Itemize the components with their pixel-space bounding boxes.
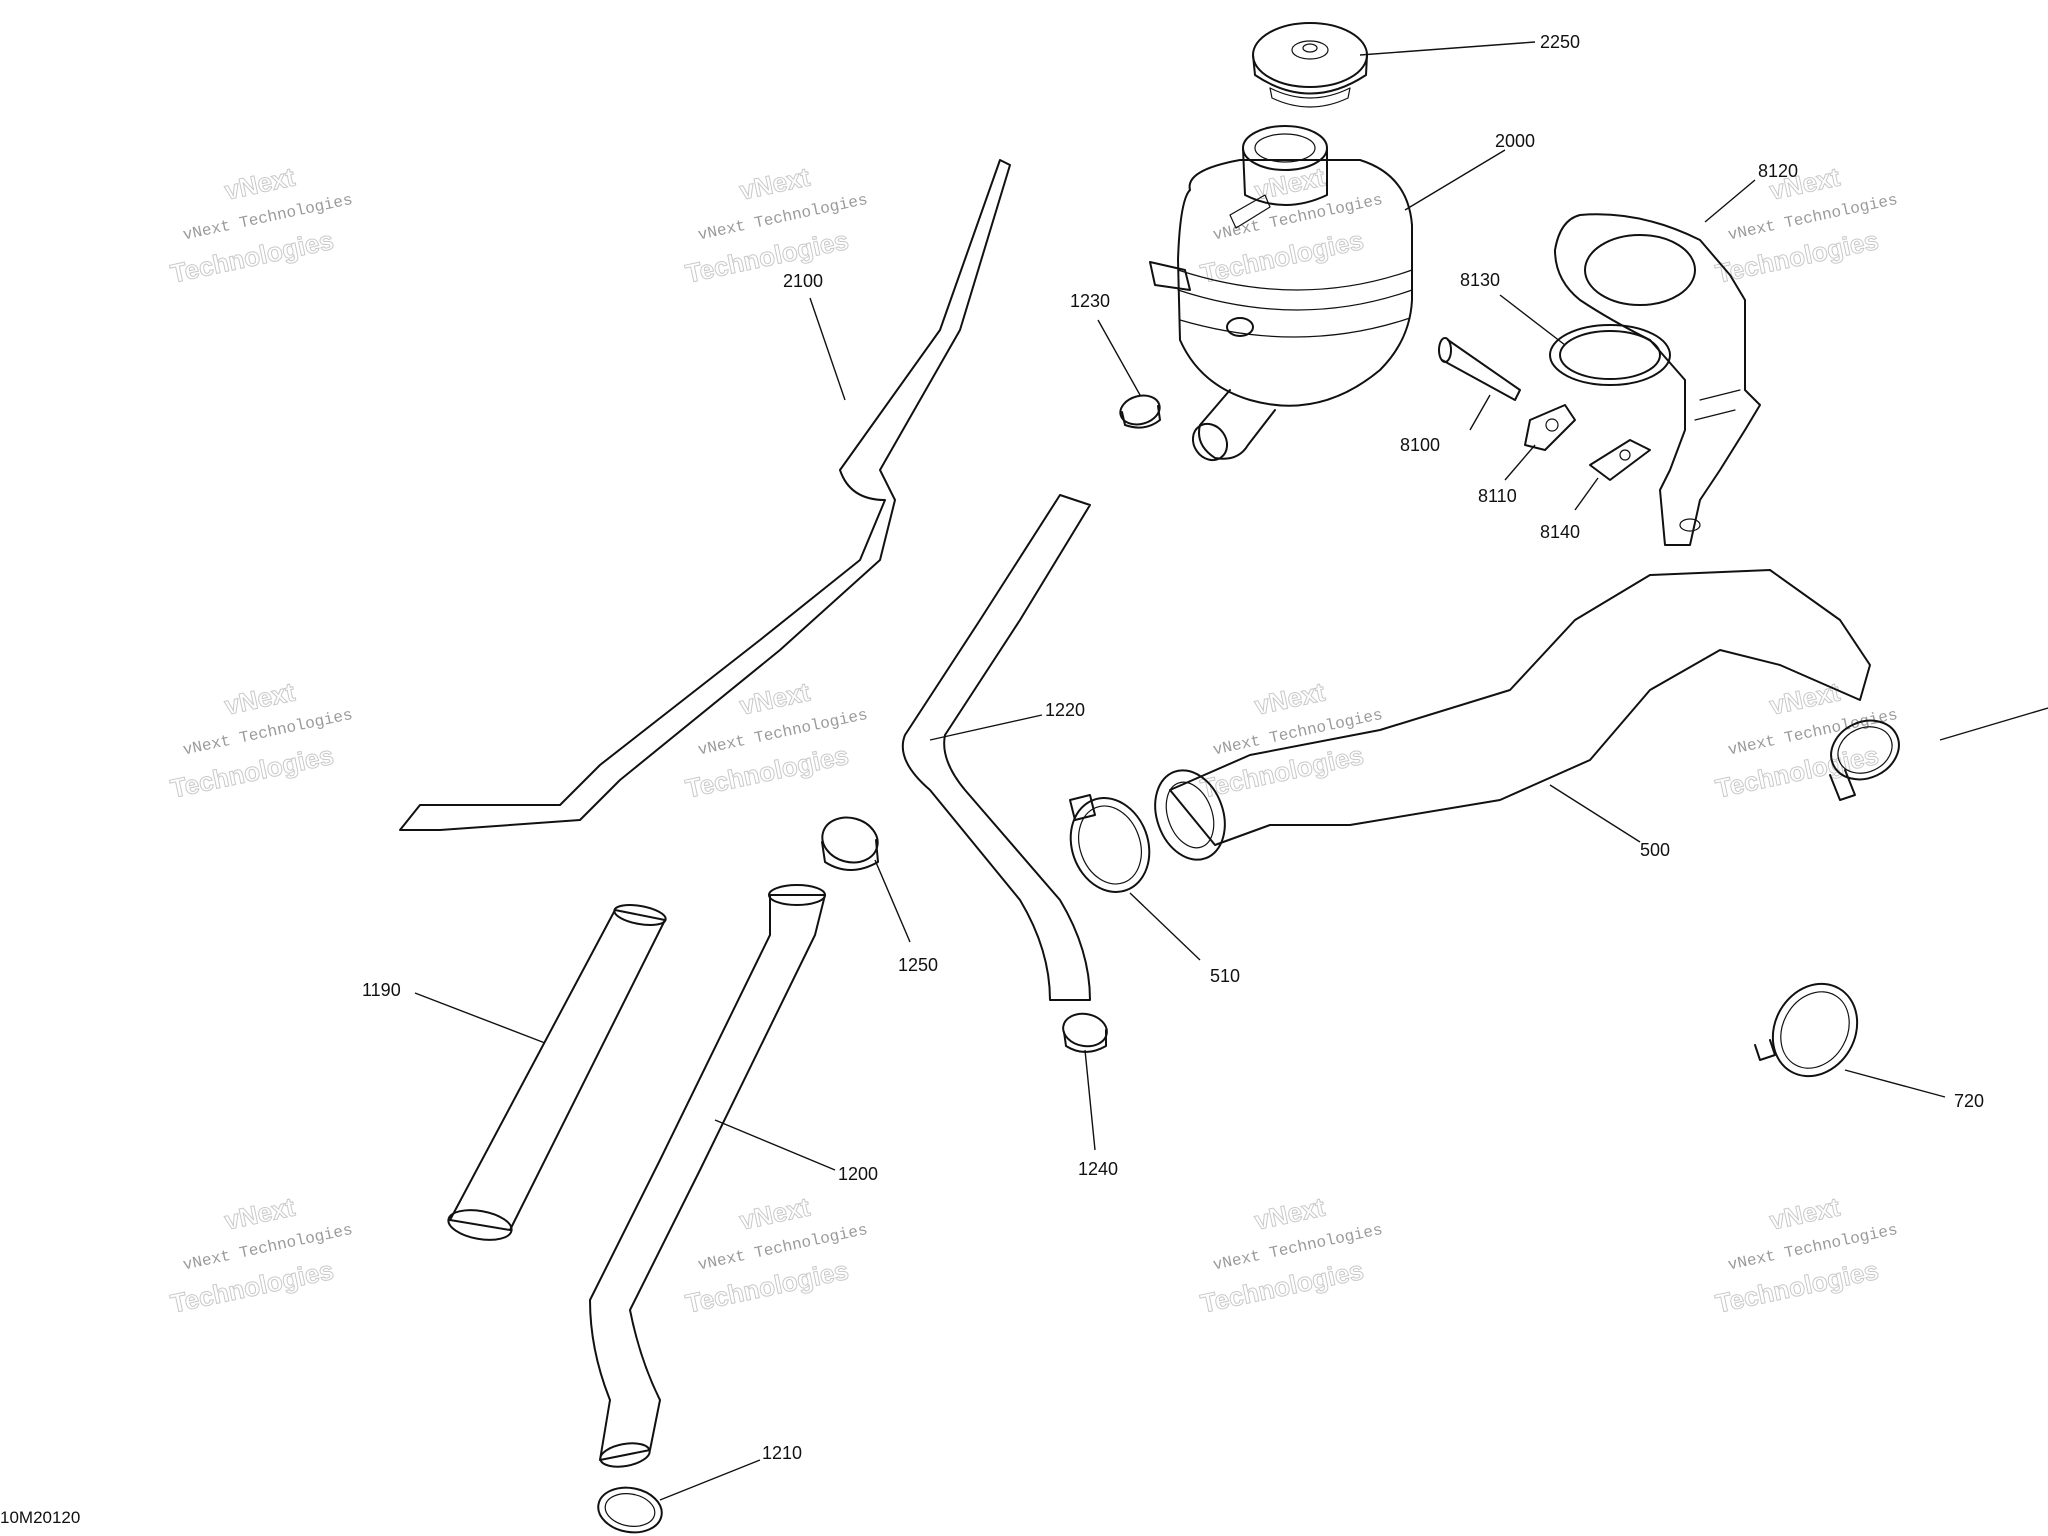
callout-8100: 8100 bbox=[1400, 435, 1440, 455]
watermark-tile: Technologies vNext Technologies vNext bbox=[1197, 161, 1384, 289]
part-bolt bbox=[1438, 337, 1521, 401]
svg-text:vNext: vNext bbox=[222, 1192, 298, 1236]
callout-1200: 1200 bbox=[838, 1164, 878, 1184]
watermark-tile: Technologies vNext Technologies vNext bbox=[167, 161, 354, 289]
part-clamp-right bbox=[1829, 719, 1900, 801]
watermark-tile: Technologies vNext Technologies vNext bbox=[1712, 1191, 1899, 1319]
callout-510: 510 bbox=[1210, 966, 1240, 986]
part-expansion-tank bbox=[1149, 125, 1413, 462]
svg-text:vNext: vNext bbox=[737, 677, 813, 721]
part-gasket-ring bbox=[1549, 324, 1671, 386]
watermark-tile: Technologies vNext Technologies vNext bbox=[682, 1191, 869, 1319]
part-pressure-cap bbox=[1252, 22, 1368, 108]
part-clamp-1240 bbox=[1062, 1012, 1108, 1053]
part-plate-8110 bbox=[1524, 404, 1576, 451]
callout-8120: 8120 bbox=[1758, 161, 1798, 181]
watermark-layer: Technologies vNext Technologies vNext Te… bbox=[167, 161, 1899, 1319]
callout-8130: 8130 bbox=[1460, 270, 1500, 290]
watermark-tile: Technologies vNext Technologies vNext bbox=[1197, 1191, 1384, 1319]
callout-1250: 1250 bbox=[898, 955, 938, 975]
part-pipe-1200 bbox=[589, 884, 826, 1468]
callout-1230: 1230 bbox=[1070, 291, 1110, 311]
watermark-tile: Technologies vNext Technologies vNext bbox=[682, 161, 869, 289]
callout-2000: 2000 bbox=[1495, 131, 1535, 151]
part-clamp-1210 bbox=[597, 1486, 663, 1534]
svg-text:vNext: vNext bbox=[1252, 677, 1328, 721]
part-clamp-1250 bbox=[821, 816, 879, 871]
part-plate-8140 bbox=[1589, 439, 1651, 481]
watermark-tile: Technologies vNext Technologies vNext bbox=[1712, 161, 1899, 289]
part-pipe-1190 bbox=[447, 904, 667, 1241]
callout-2100: 2100 bbox=[783, 271, 823, 291]
svg-text:vNext: vNext bbox=[1767, 677, 1843, 721]
svg-text:vNext: vNext bbox=[1767, 1192, 1843, 1236]
callout-1190: 1190 bbox=[362, 980, 401, 1000]
watermark-tile: Technologies vNext Technologies vNext bbox=[1712, 676, 1899, 804]
part-hose-2100 bbox=[399, 159, 1011, 831]
svg-text:vNext: vNext bbox=[222, 162, 298, 206]
figure-id: 10M20120 bbox=[0, 1508, 80, 1527]
svg-text:vNext: vNext bbox=[222, 677, 298, 721]
callout-2250: 2250 bbox=[1540, 32, 1580, 52]
part-clamp-720 bbox=[1754, 982, 1859, 1078]
callout-labels: 2250 2000 8120 8130 8100 8110 8140 1230 … bbox=[362, 32, 1984, 1463]
callout-8110: 8110 bbox=[1478, 486, 1517, 506]
svg-text:vNext: vNext bbox=[1252, 1192, 1328, 1236]
svg-text:vNext: vNext bbox=[737, 162, 813, 206]
watermark-tile: Technologies vNext Technologies vNext bbox=[167, 676, 354, 804]
part-hose-500 bbox=[1154, 569, 1871, 861]
callout-1220: 1220 bbox=[1045, 700, 1085, 720]
part-clamp-510 bbox=[1069, 794, 1151, 893]
part-hose-1220 bbox=[901, 494, 1091, 1001]
leader-lines bbox=[414, 41, 2048, 1501]
part-clamp-1230 bbox=[1119, 394, 1161, 429]
svg-text:vNext: vNext bbox=[737, 1192, 813, 1236]
callout-1240: 1240 bbox=[1078, 1159, 1118, 1179]
watermark-tile: Technologies vNext Technologies vNext bbox=[1197, 676, 1384, 804]
callout-500: 500 bbox=[1640, 840, 1670, 860]
callout-720: 720 bbox=[1954, 1091, 1984, 1111]
watermark-tile: Technologies vNext Technologies vNext bbox=[167, 1191, 354, 1319]
callout-1210: 1210 bbox=[762, 1443, 802, 1463]
callout-8140: 8140 bbox=[1540, 522, 1580, 542]
